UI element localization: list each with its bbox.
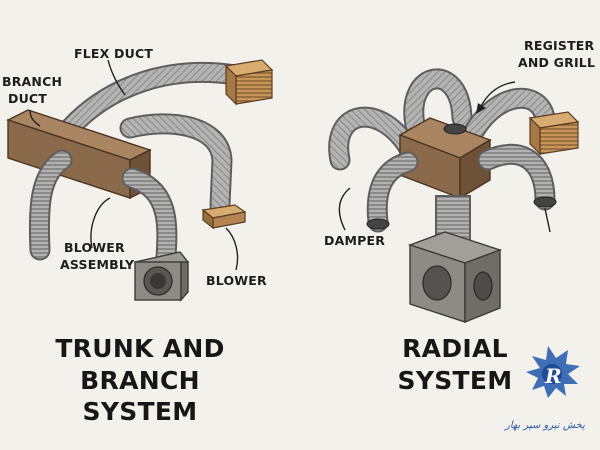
label-register-line1: REGISTER: [524, 38, 595, 53]
leader-flex-duct: [107, 59, 126, 96]
collar-top: [443, 123, 467, 135]
label-blower: BLOWER: [206, 273, 267, 288]
brand-logo: [526, 346, 580, 398]
label-flex-duct: FLEX DUCT: [74, 46, 154, 61]
title-trunk-line2: BRANCH SYSTEM: [80, 366, 200, 426]
register-grill-left: [224, 59, 274, 106]
label-blower-assembly-line1: BLOWER: [64, 240, 125, 255]
trunk-branch-illustration: [6, 59, 274, 302]
leader-blower-assembly: [90, 197, 111, 249]
label-branch-duct-line2: DUCT: [8, 91, 48, 106]
blower-register-plate: [201, 204, 247, 230]
label-branch-duct-line1: BRANCH: [2, 74, 63, 89]
label-damper: DAMPER: [324, 233, 386, 248]
label-blower-assembly-line2: ASSEMBLY: [60, 257, 135, 272]
right-collar: [533, 196, 557, 208]
brand-logo-letter: R: [545, 364, 562, 388]
title-trunk-line1: TRUNK AND: [55, 334, 225, 363]
title-radial-line2: SYSTEM: [397, 366, 513, 395]
leader-branch-duct: [29, 109, 41, 127]
leader-blower: [225, 227, 239, 271]
radial-illustration: [328, 68, 580, 324]
leader-register-arrowhead: [476, 103, 486, 114]
leader-register: [479, 81, 516, 109]
register-grill-right: [528, 111, 580, 156]
brand-watermark-text: پخش نیرو سپر بهار: [505, 420, 585, 431]
title-radial-line1: RADIAL: [402, 334, 508, 363]
label-register-line2: AND GRILL: [518, 55, 596, 70]
leader-right-drop: [544, 207, 551, 233]
damper-collar: [366, 218, 390, 230]
blower-assembly-unit: [133, 251, 190, 302]
leader-damper: [338, 187, 351, 231]
radial-furnace-cube: [407, 231, 503, 324]
